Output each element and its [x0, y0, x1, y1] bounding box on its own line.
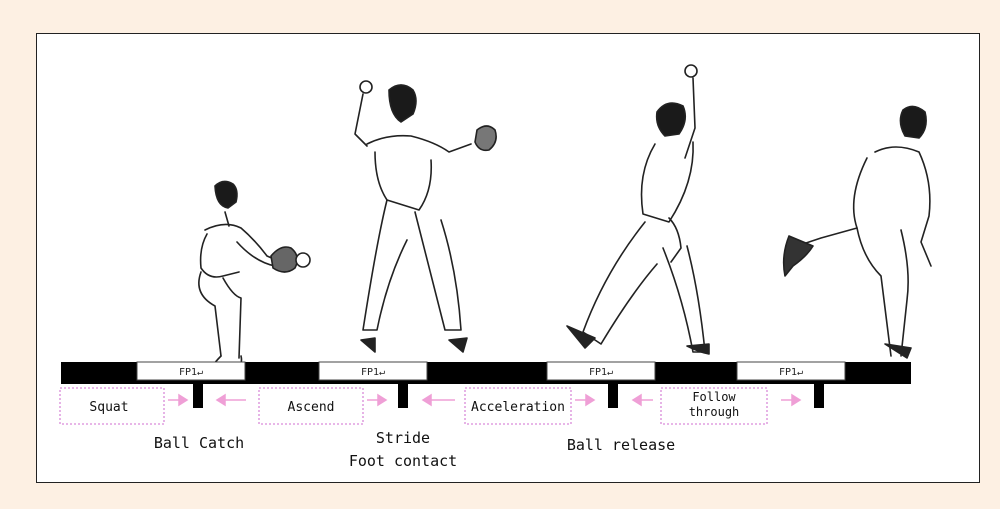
phase-box-follow-through: Follow through — [660, 387, 768, 425]
event-marker — [814, 384, 824, 408]
arrow-left — [421, 393, 455, 407]
arrow-right — [168, 393, 189, 407]
fp-label-box: FP1↵ — [318, 361, 428, 381]
phase-label: Acceleration — [471, 400, 565, 415]
catcher-squat-figure — [198, 180, 311, 369]
fp-label-box: FP1↵ — [736, 361, 846, 381]
event-label-foot-contact: Foot contact — [349, 452, 457, 470]
fp-label: FP1↵ — [589, 367, 613, 378]
phase-box-squat: Squat — [59, 387, 165, 425]
fp-label-box: FP1↵ — [136, 361, 246, 381]
catcher-ascend-figure — [354, 80, 497, 353]
event-label-ball-release: Ball release — [567, 436, 675, 454]
phase-label: Squat — [89, 400, 128, 415]
event-marker — [398, 384, 408, 408]
phase-box-ascend: Ascend — [258, 387, 364, 425]
arrow-right — [575, 393, 596, 407]
fp-label-box: FP1↵ — [546, 361, 656, 381]
fp-label: FP1↵ — [179, 367, 203, 378]
event-marker — [608, 384, 618, 408]
arrow-left — [631, 393, 653, 407]
arrow-left — [215, 393, 246, 407]
timeline-bar — [61, 362, 911, 384]
phase-label: Ascend — [288, 400, 335, 415]
phase-label: Follow through — [688, 390, 740, 419]
event-marker — [193, 384, 203, 408]
phase-box-acceleration: Acceleration — [464, 387, 572, 425]
arrow-right — [781, 393, 802, 407]
fp-label: FP1↵ — [361, 367, 385, 378]
arrow-right — [367, 393, 388, 407]
catcher-follow-through-figure — [782, 105, 932, 359]
catcher-acceleration-figure — [566, 64, 710, 355]
fp-label: FP1↵ — [779, 367, 803, 378]
diagram-panel: FP1↵ FP1↵ FP1↵ FP1↵ Squat Ascend Acceler… — [36, 33, 980, 483]
event-label-ball-catch: Ball Catch — [154, 434, 244, 452]
event-label-stride: Stride — [376, 429, 430, 447]
